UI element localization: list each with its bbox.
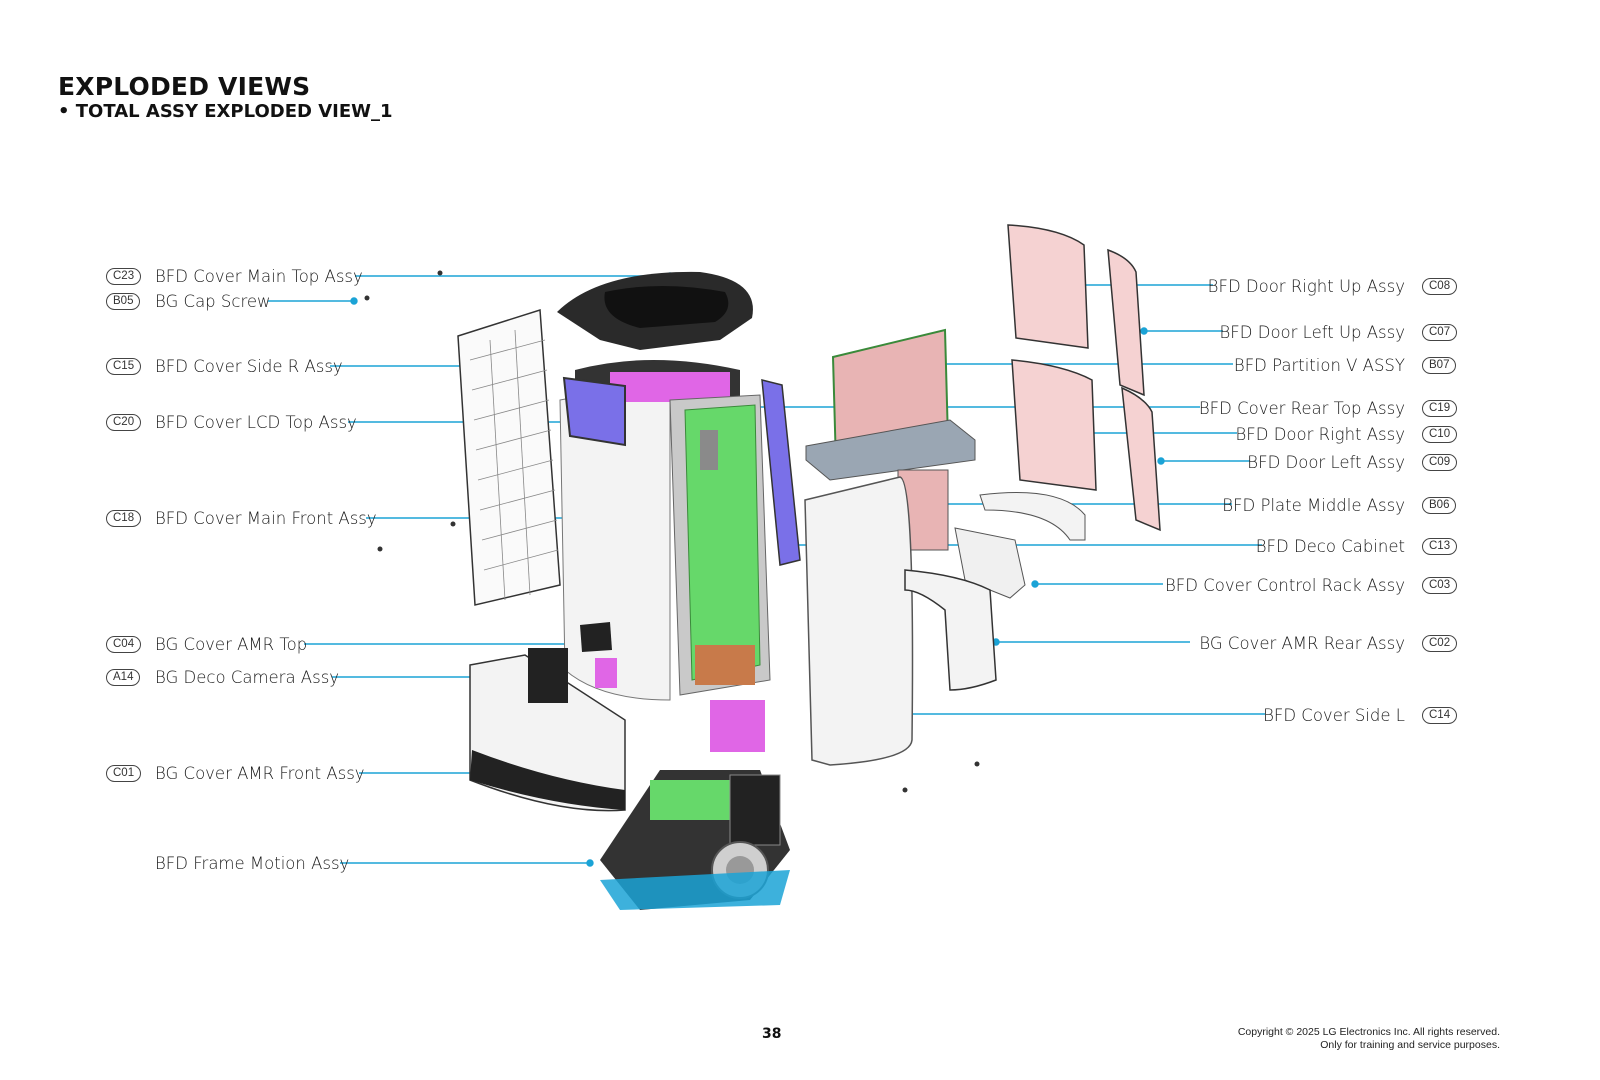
part-code-b07: B07 [1422,357,1457,374]
page-number: 38 [762,1026,782,1042]
part-code-a14: A14 [106,669,141,686]
label-cover-amr-rear: BG Cover AMR Rear Assy [1199,634,1405,653]
label-frame-motion: BFD Frame Motion Assy [155,854,350,873]
cover-side-r-shape [457,308,561,606]
part-code-c19: C19 [1422,400,1458,417]
part-code-c20: C20 [106,414,142,431]
page-subtitle: • TOTAL ASSY EXPLODED VIEW_1 [58,101,393,122]
label-door-left: BFD Door Left Assy [1247,453,1405,472]
part-code-c13: C13 [1422,538,1458,555]
label-door-right: BFD Door Right Assy [1235,425,1405,444]
partition-v-shape [805,328,976,551]
amr-top-shape [580,622,612,652]
part-code-c08: C08 [1422,278,1458,295]
page-title: EXPLODED VIEWS [58,72,311,101]
part-code-b06: B06 [1422,497,1457,514]
copyright-line-2: Only for training and service purposes. [1320,1039,1500,1051]
amr-rear-shape [904,569,997,691]
frame-motion-shape [600,770,790,910]
copyright-notice: Copyright © 2025 LG Electronics Inc. All… [1238,1026,1500,1052]
part-code-c15: C15 [106,358,142,375]
part-code-c10: C10 [1422,426,1458,443]
label-deco-cabinet: BFD Deco Cabinet [1255,537,1405,556]
part-code-c01: C01 [106,765,142,782]
label-plate-middle: BFD Plate Middle Assy [1222,496,1405,515]
deco-camera-shape [528,648,568,703]
part-code-c09: C09 [1422,454,1458,471]
part-code-c07: C07 [1422,324,1458,341]
label-partition-v: BFD Partition V ASSY [1233,356,1405,375]
label-cover-amr-top: BG Cover AMR Top [155,635,308,654]
label-cover-main-front: BFD Cover Main Front Assy [155,509,377,528]
label-cap-screw: BG Cap Screw [155,292,271,311]
part-code-c14: C14 [1422,707,1458,724]
control-rack-shape [954,527,1026,599]
main-body-shape [559,360,771,701]
screws [364,270,980,793]
doors-shapes [1007,224,1161,532]
part-code-b05: B05 [106,293,141,310]
part-code-c23: C23 [106,268,142,285]
part-code-c18: C18 [106,510,142,527]
cover-main-top-shape [557,271,753,350]
label-cover-control-rack: BFD Cover Control Rack Assy [1164,576,1405,595]
plate-middle-shape [979,492,1086,541]
part-code-c02: C02 [1422,635,1458,652]
copyright-line-1: Copyright © 2025 LG Electronics Inc. All… [1237,1026,1500,1038]
cover-side-l-shape [804,476,914,766]
label-cover-main-top: BFD Cover Main Top Assy [155,267,363,286]
label-cover-side-r: BFD Cover Side R Assy [155,357,343,376]
label-deco-camera: BG Deco Camera Assy [155,668,340,687]
label-cover-lcd-top: BFD Cover LCD Top Assy [155,413,357,432]
label-cover-amr-front: BG Cover AMR Front Assy [155,764,365,783]
part-code-c04: C04 [106,636,142,653]
label-cover-rear-top: BFD Cover Rear Top Assy [1198,399,1405,418]
label-door-left-up: BFD Door Left Up Assy [1219,323,1406,342]
part-code-c03: C03 [1422,577,1458,594]
cover-rear-top-shape [761,379,801,566]
label-door-right-up: BFD Door Right Up Assy [1207,277,1405,296]
label-cover-side-l: BFD Cover Side L [1263,706,1405,725]
